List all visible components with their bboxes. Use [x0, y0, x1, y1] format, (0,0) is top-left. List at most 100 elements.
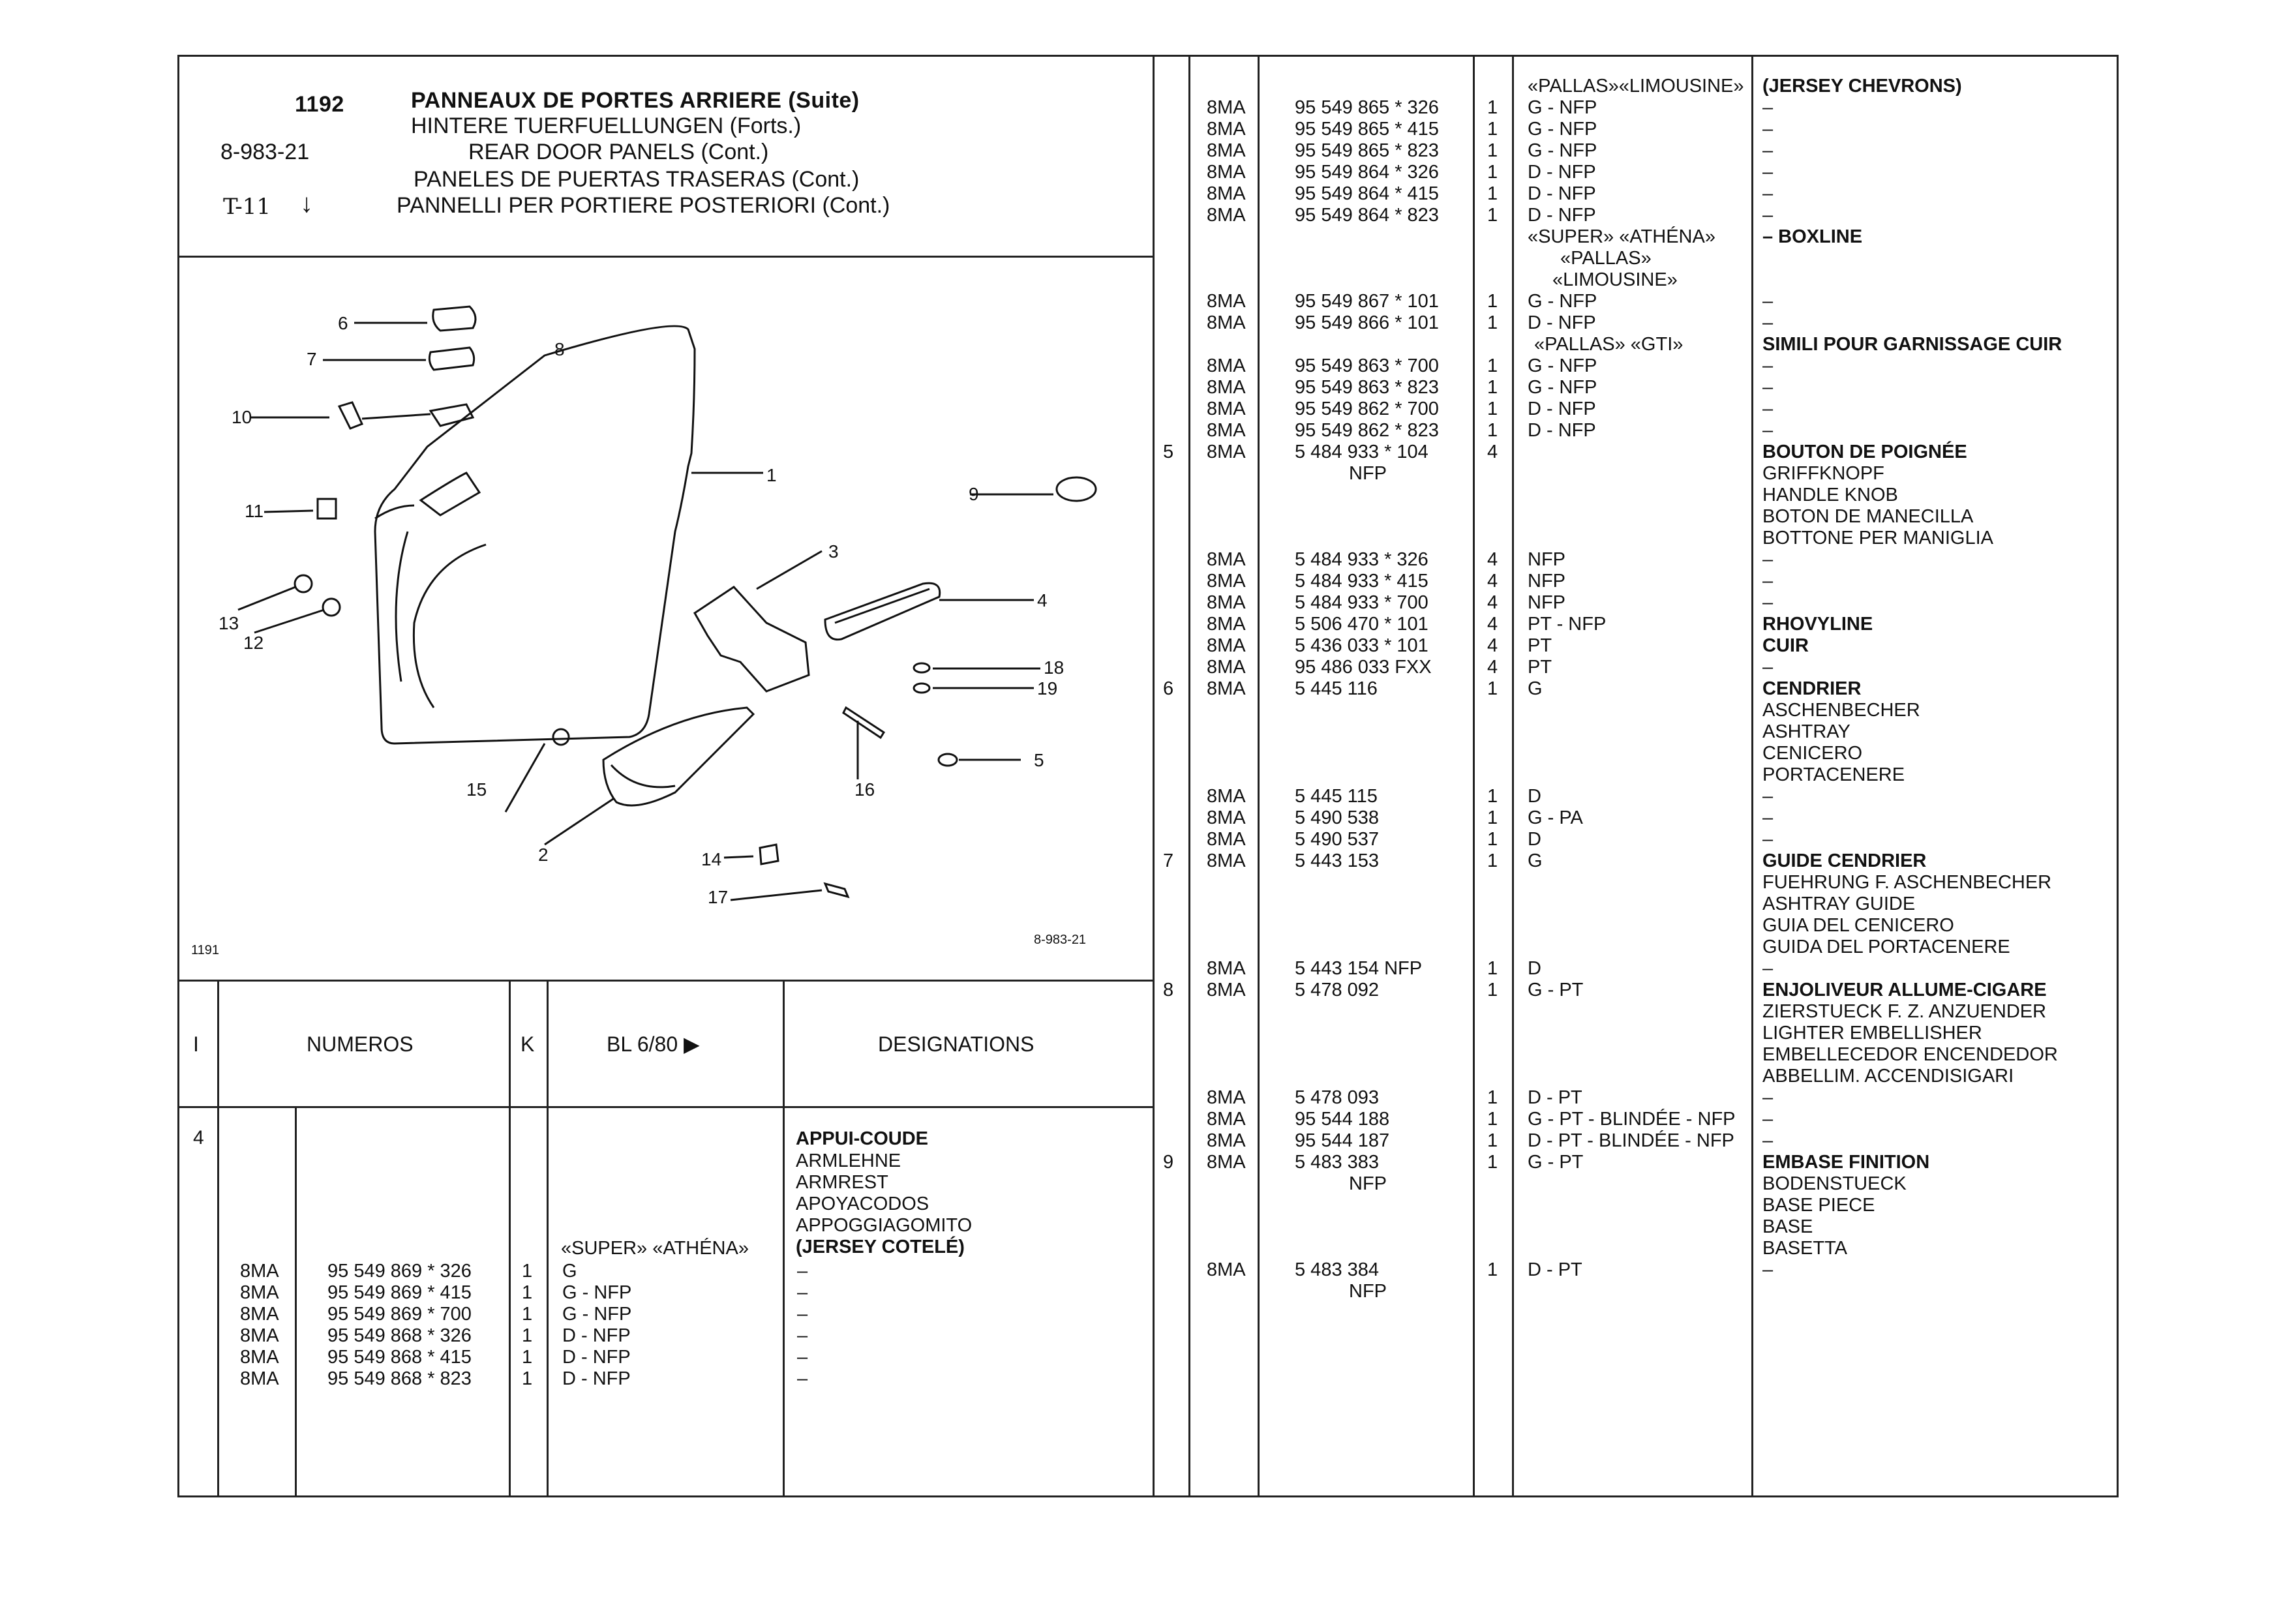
right-row-variant: «SUPER» «ATHÉNA»: [1528, 226, 1715, 247]
right-row-variant: NFP: [1528, 571, 1565, 592]
right-row-designation: BASE PIECE: [1762, 1195, 1875, 1216]
right-row-designation: HANDLE KNOB: [1762, 485, 1898, 505]
part-14: [759, 843, 779, 865]
right-row-part-code: 8MA: [1207, 829, 1246, 850]
left-panel-frame: [177, 55, 1155, 1497]
ashtray-part: [602, 706, 755, 807]
right-row-part-number: 95 544 187: [1295, 1130, 1390, 1151]
right-row-designation: BOTON DE MANECILLA: [1762, 506, 1974, 527]
right-row-variant: D - NFP: [1528, 312, 1596, 333]
exploded-parts-diagram: 1 2 3 4 5 6 7 8 9 10 11 12 13 14 15 16 1…: [191, 305, 1097, 957]
right-row-quantity: 4: [1487, 635, 1498, 656]
right-row-designation: –: [1762, 1130, 1774, 1151]
part-8: [429, 403, 475, 427]
right-row-designation: –: [1762, 312, 1774, 333]
callout-14: 14: [701, 849, 721, 869]
right-row-designation: –: [1762, 571, 1774, 592]
right-row-quantity: 1: [1487, 97, 1498, 118]
col-header-numeros: NUMEROS: [307, 1032, 414, 1056]
callout-8: 8: [554, 339, 565, 359]
right-row-quantity: 1: [1487, 1259, 1498, 1280]
left-row-part-number: 95 549 869 * 415: [327, 1282, 472, 1303]
part-10: [337, 401, 364, 430]
right-row-part-number: NFP: [1349, 1281, 1387, 1302]
right-row-designation: FUEHRUNG F. ASCHENBECHER: [1762, 872, 2052, 893]
left-row-designation: –: [797, 1282, 808, 1303]
right-row-variant: «LIMOUSINE»: [1552, 269, 1678, 290]
right-row-designation: –: [1762, 958, 1774, 979]
right-row-part-number: NFP: [1349, 463, 1387, 484]
left-col-line-4: [547, 980, 549, 1497]
right-row-variant: «PALLAS»: [1560, 248, 1652, 269]
right-row-variant: «PALLAS»«LIMOUSINE»: [1528, 76, 1744, 97]
right-row-variant: D - PT - BLINDÉE - NFP: [1528, 1130, 1734, 1151]
left-row-variant: D - NFP: [562, 1368, 631, 1389]
right-row-variant: D: [1528, 829, 1541, 850]
door-panel-part: [374, 325, 696, 745]
right-row-item: 7: [1163, 850, 1174, 871]
right-row-designation: GRIFFKNOPF: [1762, 463, 1884, 484]
right-row-designation: –: [1762, 829, 1774, 850]
callout-9: 9: [969, 484, 979, 504]
right-col-line-5: [1751, 55, 1753, 1497]
right-row-variant: G - NFP: [1528, 140, 1597, 161]
right-row-variant: G - NFP: [1528, 119, 1597, 140]
right-row-designation: –: [1762, 1087, 1774, 1108]
right-row-designation: PORTACENERE: [1762, 764, 1905, 785]
left-row-designation: –: [797, 1368, 808, 1389]
right-row-variant: G - NFP: [1528, 377, 1597, 398]
left-row-designation: –: [797, 1325, 808, 1346]
right-row-part-number: 95 549 865 * 823: [1295, 140, 1439, 161]
right-row-item: 6: [1163, 678, 1174, 699]
left-row-designation: –: [797, 1261, 808, 1282]
right-row-designation: – BOXLINE: [1762, 226, 1863, 247]
callout-1: 1: [766, 465, 777, 485]
right-row-variant: G - PA: [1528, 807, 1583, 828]
right-row-part-number: 5 478 093: [1295, 1087, 1380, 1108]
left-row-quantity: 1: [522, 1347, 533, 1368]
right-row-item: 5: [1163, 442, 1174, 462]
right-row-item: 9: [1163, 1152, 1174, 1173]
callout-18: 18: [1044, 657, 1064, 678]
right-row-quantity: 4: [1487, 442, 1498, 462]
right-row-part-number: 5 484 933 * 104: [1295, 442, 1428, 462]
right-row-designation: BASE: [1762, 1216, 1813, 1237]
right-col-line-1: [1188, 55, 1190, 1497]
right-row-variant: G: [1528, 850, 1543, 871]
left-row-part-code: 8MA: [240, 1261, 279, 1282]
callout-13: 13: [219, 613, 239, 633]
right-row-quantity: 1: [1487, 1130, 1498, 1151]
part-6: [432, 305, 477, 332]
right-row-designation: –: [1762, 1109, 1774, 1130]
right-row-part-number: 5 443 154 NFP: [1295, 958, 1423, 979]
right-row-part-code: 8MA: [1207, 614, 1246, 635]
callout-15: 15: [466, 779, 487, 800]
right-row-designation: RHOVYLINE: [1762, 614, 1873, 635]
right-row-part-code: 8MA: [1207, 377, 1246, 398]
right-row-designation: CENDRIER: [1762, 678, 1862, 699]
part-19: [913, 682, 931, 694]
right-row-designation: –: [1762, 420, 1774, 441]
right-row-quantity: 4: [1487, 592, 1498, 613]
diagram-footer-left: 1191: [191, 943, 219, 957]
right-row-designation: –: [1762, 786, 1774, 807]
right-row-part-code: 8MA: [1207, 549, 1246, 570]
right-row-designation: –: [1762, 398, 1774, 419]
right-row-item: 8: [1163, 980, 1174, 1000]
right-row-designation: –: [1762, 355, 1774, 376]
left-row-quantity: 1: [522, 1325, 533, 1346]
right-row-quantity: 1: [1487, 786, 1498, 807]
diagram-divider: [177, 980, 1155, 982]
left-row-designation: –: [797, 1304, 808, 1325]
right-row-part-number: 95 486 033 FXX: [1295, 657, 1432, 678]
right-row-part-code: 8MA: [1207, 355, 1246, 376]
right-row-quantity: 4: [1487, 657, 1498, 678]
right-row-part-code: 8MA: [1207, 657, 1246, 678]
right-row-designation: GUIDE CENDRIER: [1762, 850, 1927, 871]
right-row-designation: CUIR: [1762, 635, 1809, 656]
right-row-quantity: 1: [1487, 850, 1498, 871]
callout-2: 2: [538, 845, 549, 865]
right-row-part-code: 8MA: [1207, 420, 1246, 441]
right-row-part-number: 95 549 863 * 823: [1295, 377, 1439, 398]
right-row-quantity: 1: [1487, 958, 1498, 979]
